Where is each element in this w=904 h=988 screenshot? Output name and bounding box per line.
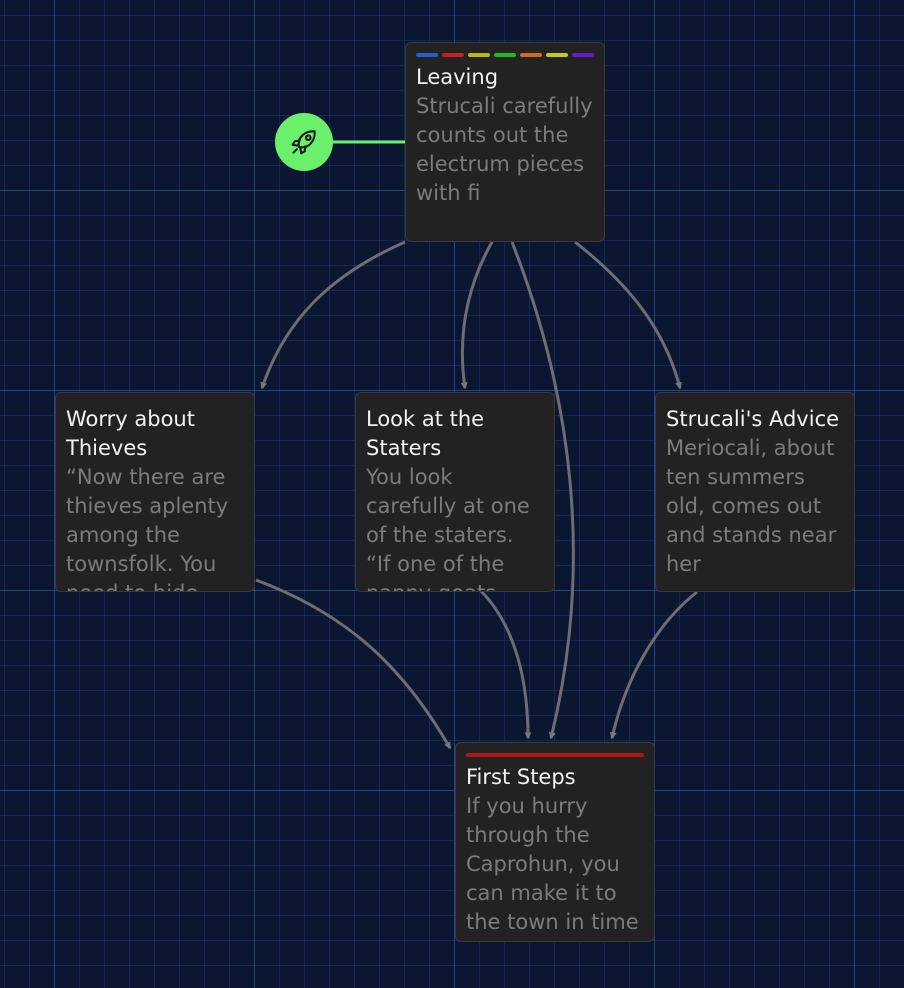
- passage-excerpt: You look carefully at one of the staters…: [366, 465, 530, 591]
- link-leaving-to-worry: [260, 240, 406, 390]
- tag-green: [494, 53, 516, 57]
- passage-card-worry-about-thieves[interactable]: Worry about Thieves “Now there are thiev…: [55, 392, 255, 592]
- tag-olive: [468, 53, 490, 57]
- tag-purple: [572, 53, 594, 57]
- passage-tag-bar: [416, 53, 594, 57]
- tag-red: [442, 53, 464, 57]
- tag-blue: [416, 53, 438, 57]
- start-passage-badge[interactable]: [275, 113, 333, 171]
- passage-excerpt: Strucali carefully counts out the electr…: [416, 94, 593, 205]
- passage-title: Worry about Thieves: [66, 407, 195, 460]
- link-staters-to-first: [478, 588, 532, 740]
- link-worry-to-first: [255, 578, 452, 750]
- tag-red: [466, 753, 644, 757]
- passage-title: Leaving: [416, 65, 499, 89]
- passage-card-leaving[interactable]: Leaving Strucali carefully counts out th…: [405, 42, 605, 242]
- passage-tag-bar: [466, 753, 644, 757]
- passage-card-strucalis-advice[interactable]: Strucali's Advice Meriocali, about ten s…: [655, 392, 855, 592]
- passage-title: Look at the Staters: [366, 407, 485, 460]
- rocket-icon: [291, 130, 316, 155]
- passage-excerpt: Meriocali, about ten summers old, comes …: [666, 436, 837, 576]
- tag-orange: [520, 53, 542, 57]
- passage-card-first-steps[interactable]: First Steps If you hurry through the Cap…: [455, 742, 655, 942]
- link-leaving-to-staters: [460, 241, 494, 390]
- passage-title: First Steps: [466, 765, 576, 789]
- passage-card-look-at-the-staters[interactable]: Look at the Staters You look carefully a…: [355, 392, 555, 592]
- link-leaving-to-first: [510, 241, 575, 740]
- tag-yellow: [546, 53, 568, 57]
- passage-excerpt: “Now there are thieves aplenty among the…: [66, 465, 229, 591]
- passage-excerpt: If you hurry through the Caprohun, you c…: [466, 794, 639, 941]
- link-leaving-to-advice: [574, 240, 682, 390]
- link-advice-to-first: [609, 590, 698, 740]
- passage-title: Strucali's Advice: [666, 407, 840, 431]
